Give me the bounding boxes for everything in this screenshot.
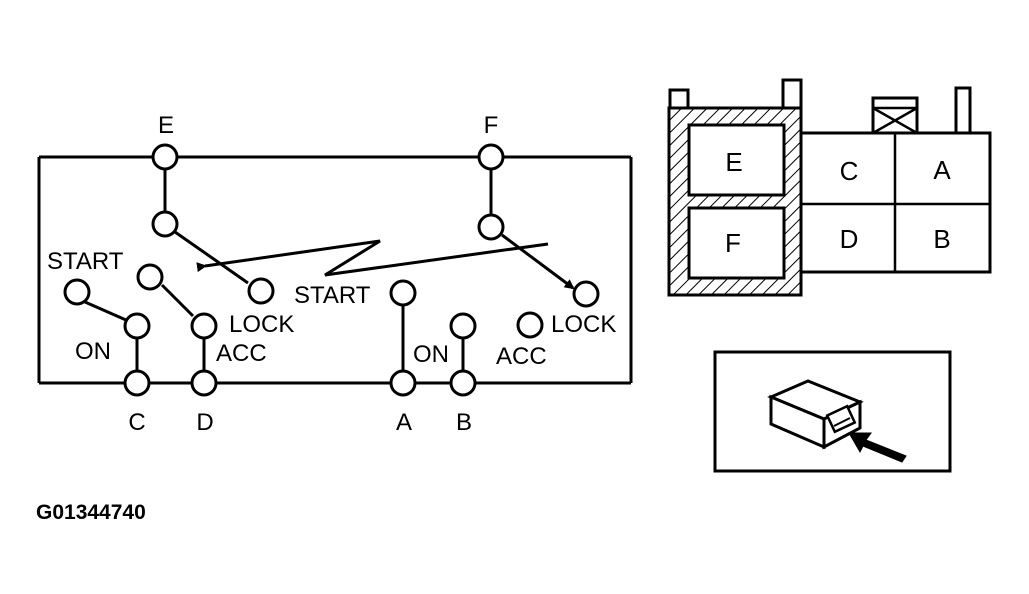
connector-key-cross-b [872, 106, 918, 135]
mechanical-link [196, 239, 549, 277]
terminal-a [389, 369, 417, 397]
connector-key-block [871, 96, 919, 135]
terminal-right-on [449, 312, 477, 340]
blade-e-lock [174, 230, 249, 285]
connector-label-f: F [725, 228, 741, 258]
blade-f-lock [501, 233, 575, 290]
terminal-right-acc [516, 311, 544, 339]
terminal-b [449, 369, 477, 397]
connector-label-a: A [933, 155, 951, 185]
label-right-start: START [294, 282, 371, 309]
terminal-left-on [123, 312, 151, 340]
connector-latch-mid [781, 78, 803, 110]
terminal-right-start [389, 279, 417, 307]
figure-id: G01344740 [36, 501, 146, 524]
terminal-right-lock [572, 280, 600, 308]
terminal-left-acc [190, 312, 218, 340]
blade-acc [160, 283, 195, 318]
terminal-e [151, 143, 179, 171]
label-terminal-f: F [484, 112, 499, 139]
label-right-on: ON [413, 341, 449, 368]
label-terminal-d: D [196, 409, 213, 436]
connector-cavity-f [687, 206, 786, 280]
label-terminal-b: B [456, 409, 472, 436]
connector-label-c: C [840, 156, 859, 186]
connector-latch-left [668, 88, 690, 110]
label-terminal-c: C [128, 409, 145, 436]
label-right-acc: ACC [496, 343, 547, 370]
terminal-f-pivot [477, 213, 505, 241]
terminal-c [123, 369, 151, 397]
connector-label-b: B [933, 224, 950, 254]
connector-3d-plug-line [833, 417, 851, 427]
label-left-start: START [47, 248, 124, 275]
terminal-d [190, 369, 218, 397]
label-right-lock: LOCK [551, 311, 616, 338]
label-left-on: ON [75, 338, 111, 365]
label-left-acc: ACC [216, 340, 267, 367]
connector-latch-right [954, 86, 972, 135]
connector-face-view: E F C A D B [667, 78, 992, 297]
label-terminal-e: E [158, 112, 174, 139]
label-left-lock: LOCK [229, 311, 294, 338]
terminal-e-pivot [151, 210, 179, 238]
arrow-icon [848, 432, 907, 463]
label-terminal-a: A [396, 409, 412, 436]
terminal-left-lock [247, 277, 275, 305]
switch-schematic: E F C D A B START ON ACC LOCK START ON A… [37, 112, 633, 436]
connector-label-e: E [725, 147, 742, 177]
terminal-left-start [63, 278, 91, 306]
terminal-acc-pivot [136, 263, 164, 291]
connector-locator-inset [713, 350, 952, 473]
connector-cavity-e [687, 123, 786, 197]
terminal-f [477, 143, 505, 171]
connector-label-d: D [840, 224, 859, 254]
blade-start-on [84, 300, 127, 322]
